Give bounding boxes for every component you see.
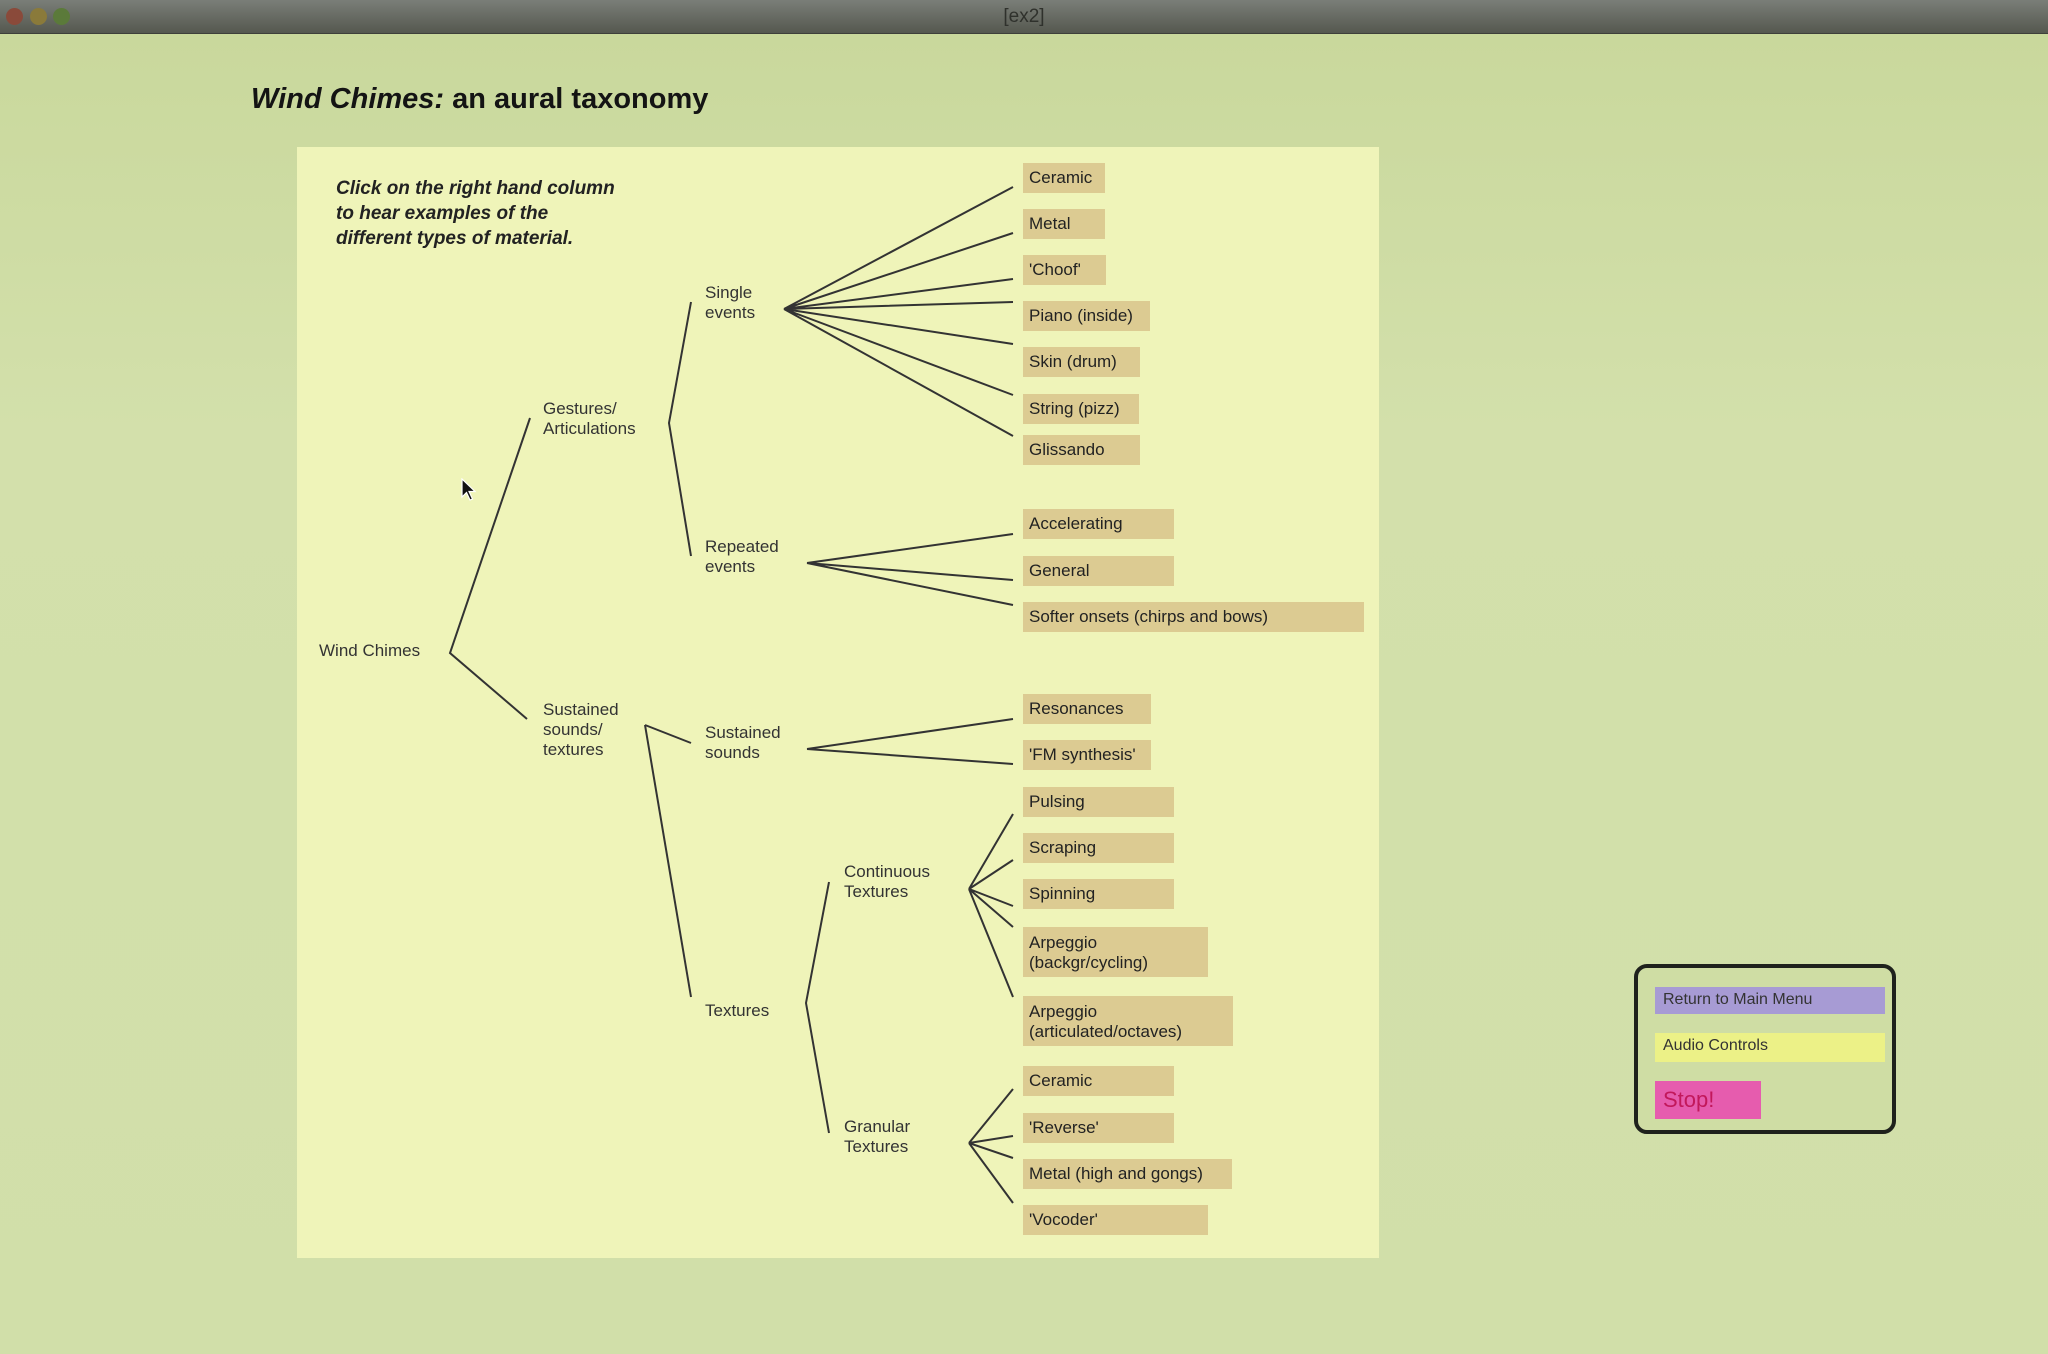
leaf-reverse[interactable]: 'Reverse' bbox=[1023, 1113, 1174, 1143]
leaf-pulsing[interactable]: Pulsing bbox=[1023, 787, 1174, 817]
leaf-choof[interactable]: 'Choof' bbox=[1023, 255, 1106, 285]
leaf-general[interactable]: General bbox=[1023, 556, 1174, 586]
leaf-ceramic[interactable]: Ceramic bbox=[1023, 163, 1105, 193]
leaf-fm-synthesis[interactable]: 'FM synthesis' bbox=[1023, 740, 1151, 770]
instructions-text: Click on the right hand column to hear e… bbox=[336, 178, 615, 249]
tree-node-sustained-textures: Sustained sounds/ textures bbox=[543, 700, 619, 759]
page-title-subtitle: an aural taxonomy bbox=[444, 83, 709, 115]
return-to-main-menu-button[interactable]: Return to Main Menu bbox=[1655, 987, 1885, 1014]
tree-node-sustained-sounds: Sustained sounds bbox=[705, 723, 781, 762]
window-title: [ex2] bbox=[1003, 6, 1045, 27]
leaf-arpeggio-articulated[interactable]: Arpeggio (articulated/octaves) bbox=[1023, 996, 1233, 1046]
leaf-arpeggio-background[interactable]: Arpeggio (backgr/cycling) bbox=[1023, 927, 1208, 977]
leaf-string-pizz[interactable]: String (pizz) bbox=[1023, 394, 1139, 424]
leaf-glissando[interactable]: Glissando bbox=[1023, 435, 1140, 465]
leaf-scraping[interactable]: Scraping bbox=[1023, 833, 1174, 863]
leaf-piano-inside[interactable]: Piano (inside) bbox=[1023, 301, 1150, 331]
taxonomy-panel bbox=[297, 147, 1379, 1258]
page-title: Wind Chimes: an aural taxonomy bbox=[251, 83, 708, 116]
mouse-pointer-icon bbox=[461, 478, 477, 501]
leaf-metal[interactable]: Metal bbox=[1023, 209, 1105, 239]
control-panel: Return to Main Menu Audio Controls Stop! bbox=[1634, 964, 1896, 1134]
leaf-vocoder[interactable]: 'Vocoder' bbox=[1023, 1205, 1208, 1235]
minimize-window-button[interactable] bbox=[30, 8, 47, 25]
leaf-resonances[interactable]: Resonances bbox=[1023, 694, 1151, 724]
tree-node-gestures: Gestures/ Articulations bbox=[543, 399, 636, 438]
window-titlebar: [ex2] bbox=[0, 0, 2048, 34]
leaf-ceramic-granular[interactable]: Ceramic bbox=[1023, 1066, 1174, 1096]
tree-node-textures: Textures bbox=[705, 1001, 770, 1020]
page-title-italic: Wind Chimes: bbox=[251, 83, 445, 115]
close-window-button[interactable] bbox=[6, 8, 23, 25]
leaf-softer-onsets[interactable]: Softer onsets (chirps and bows) bbox=[1023, 602, 1364, 632]
tree-node-continuous-textures: Continuous Textures bbox=[844, 862, 931, 901]
tree-node-single-events: Single events bbox=[705, 283, 756, 322]
audio-controls-button[interactable]: Audio Controls bbox=[1655, 1033, 1885, 1062]
zoom-window-button[interactable] bbox=[53, 8, 70, 25]
tree-node-granular-textures: Granular Textures bbox=[844, 1117, 911, 1156]
stop-button[interactable]: Stop! bbox=[1655, 1081, 1761, 1119]
leaf-metal-high-gongs[interactable]: Metal (high and gongs) bbox=[1023, 1159, 1232, 1189]
leaf-spinning[interactable]: Spinning bbox=[1023, 879, 1174, 909]
tree-node-wind-chimes: Wind Chimes bbox=[319, 641, 421, 660]
tree-node-repeated-events: Repeated events bbox=[705, 537, 779, 576]
leaf-accelerating[interactable]: Accelerating bbox=[1023, 509, 1174, 539]
leaf-skin-drum[interactable]: Skin (drum) bbox=[1023, 347, 1140, 377]
